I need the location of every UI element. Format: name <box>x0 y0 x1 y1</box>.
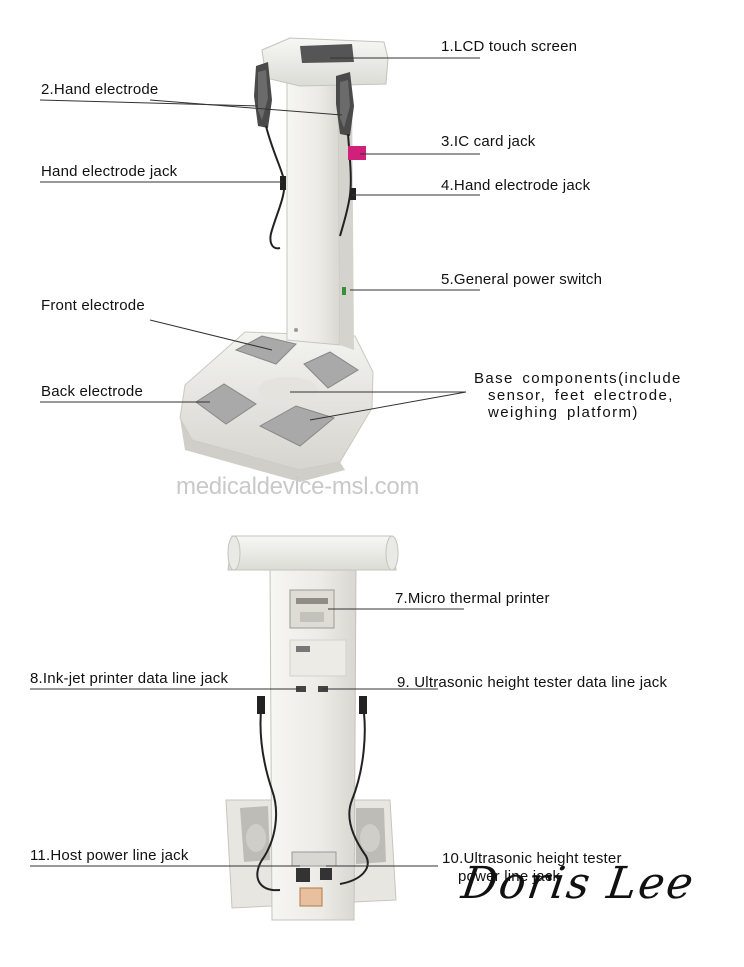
label-hand-electrode-jack-right: 4.Hand electrode jack <box>441 177 591 194</box>
front-electrode-pad-left <box>234 335 297 365</box>
label-host-power-line-jack: 11.Host power line jack <box>30 847 189 864</box>
label-back-electrode: Back electrode <box>41 383 144 400</box>
lcd-screen <box>300 44 354 63</box>
bottom-leader-lines <box>30 608 464 867</box>
label-base-components-line1: Base components(include <box>474 370 682 387</box>
watermark: medicaldevice-msl.com <box>176 473 420 500</box>
micro-thermal-printer <box>289 589 335 629</box>
label-lcd-touch-screen: 1.LCD touch screen <box>441 38 578 55</box>
label-front-electrode: Front electrode <box>41 297 145 314</box>
ic-card <box>348 146 366 160</box>
label-micro-thermal-printer: 7.Micro thermal printer <box>395 590 550 607</box>
label-base-components-line2: sensor, feet electrode, <box>488 387 674 404</box>
back-electrode-pad-right <box>258 405 336 447</box>
top-leader-lines <box>39 57 480 421</box>
label-ultrasonic-data-line-jack: 9. Ultrasonic height tester data line ja… <box>397 674 668 691</box>
front-electrode-pad-right <box>303 351 359 389</box>
label-ultrasonic-power-line-jack-line1: 10.Ultrasonic height tester <box>442 850 622 867</box>
label-base-components-line3: weighing platform) <box>488 404 639 421</box>
label-hand-electrode: 2.Hand electrode <box>41 81 159 98</box>
label-hand-electrode-jack-left: Hand electrode jack <box>41 163 178 180</box>
label-general-power-switch: 5.General power switch <box>441 271 603 288</box>
signature: Doris Lee <box>458 858 699 909</box>
label-inkjet-printer-data-line-jack: 8.Ink-jet printer data line jack <box>30 670 229 687</box>
back-view-device <box>225 535 399 921</box>
front-view-device <box>179 37 389 482</box>
label-ultrasonic-power-line-jack-line2: power line jack <box>458 868 561 885</box>
back-electrode-pad-left <box>195 383 257 425</box>
label-ic-card-jack: 3.IC card jack <box>441 133 536 150</box>
